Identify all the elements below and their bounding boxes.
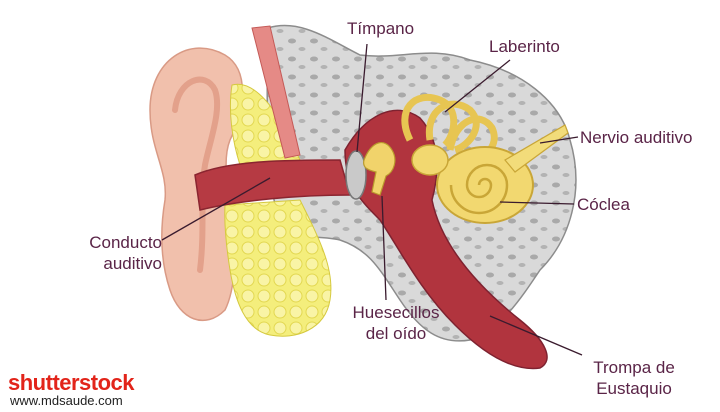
- label-huesecillos-line2: del oído: [338, 323, 454, 344]
- label-nervio-auditivo: Nervio auditivo: [580, 127, 692, 148]
- site-url: www.mdsaude.com: [10, 394, 123, 408]
- label-huesecillos: Huesecillos del oído: [338, 302, 454, 344]
- label-conducto-line2: auditivo: [64, 253, 162, 274]
- label-trompa-line1: Trompa de: [580, 357, 688, 378]
- label-trompa-line2: Eustaquio: [580, 378, 688, 399]
- label-timpano: Tímpano: [347, 18, 414, 39]
- label-trompa-eustaquio: Trompa de Eustaquio: [580, 357, 688, 399]
- label-conducto-line1: Conducto: [64, 232, 162, 253]
- shutterstock-logo: shutterstock: [8, 372, 134, 394]
- eardrum: [346, 151, 366, 199]
- label-huesecillos-line1: Huesecillos: [338, 302, 454, 323]
- label-laberinto: Laberinto: [489, 36, 560, 57]
- label-coclea: Cóclea: [577, 194, 630, 215]
- label-conducto-auditivo: Conducto auditivo: [64, 232, 162, 274]
- vestibule: [412, 145, 448, 175]
